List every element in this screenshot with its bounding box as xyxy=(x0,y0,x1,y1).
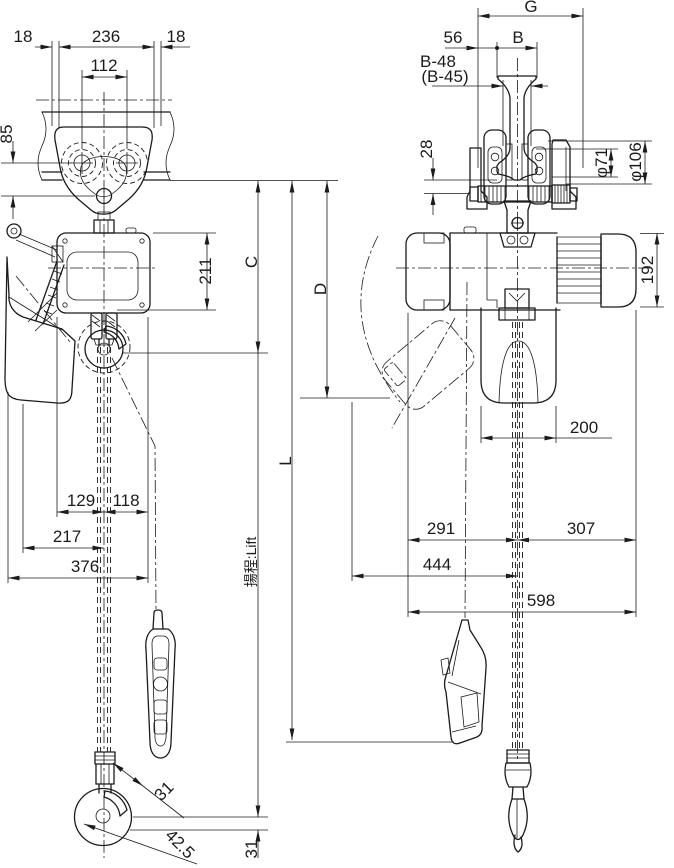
lift-label: 揚程:Lift xyxy=(243,537,259,588)
dim-85-label: 85 xyxy=(0,125,16,144)
chain-container-side xyxy=(360,235,557,429)
dimensions-front: 18 236 18 112 85 211 C xyxy=(0,27,452,865)
dim-G-label: G xyxy=(524,0,537,16)
suspension-shaft xyxy=(469,184,578,204)
load-chain-front xyxy=(97,92,111,858)
dim-phi106-label: φ106 xyxy=(626,142,645,181)
dim-376-label: 376 xyxy=(71,557,99,576)
drop-guard-right xyxy=(551,139,577,210)
dim-236-label: 236 xyxy=(92,27,120,46)
pendant-body-front xyxy=(145,628,176,759)
trolley-side-plate xyxy=(54,126,153,215)
pendant-body-side xyxy=(443,619,487,745)
dim-217-label: 217 xyxy=(53,527,81,546)
dim-192-label: 192 xyxy=(638,256,657,284)
hook-tip-raised xyxy=(103,325,127,350)
wheel-center-marks xyxy=(71,152,138,174)
dim-B48-label: B-48 xyxy=(420,52,456,71)
dim-129-label: 129 xyxy=(67,491,95,510)
container-pouch xyxy=(4,256,76,404)
motor-fins xyxy=(556,236,602,304)
dim-18-left-label: 18 xyxy=(14,27,33,46)
hook-tip-side xyxy=(513,834,523,853)
container-swing-phantom xyxy=(381,320,475,410)
dim-42-5-label: 42.5 xyxy=(161,826,198,863)
dim-291-label: 291 xyxy=(427,519,455,538)
shaft-thread-hatch xyxy=(480,186,550,202)
dim-C-label: C xyxy=(242,256,261,268)
dim-D-label: D xyxy=(311,283,330,295)
side-view: G 56 B B-48 (B-45) 28 xyxy=(351,0,664,853)
hook-tip-lowered xyxy=(103,790,128,817)
pendant-cable-front xyxy=(111,357,157,611)
beam-front xyxy=(36,99,338,181)
dim-18-right-label: 18 xyxy=(167,27,186,46)
hatch-ticks xyxy=(91,314,116,328)
wheel-profile-right xyxy=(521,143,529,181)
dim-598-label: 598 xyxy=(527,591,555,610)
hoist-body-side xyxy=(396,226,654,311)
body-cover-front xyxy=(66,251,139,301)
dim-phi71-label: φ71 xyxy=(592,148,611,178)
dim-B-label: B xyxy=(512,28,523,47)
trolley-plate-cutout xyxy=(80,156,127,198)
dim-118-label: 118 xyxy=(112,491,139,510)
dim-28-label: 28 xyxy=(417,140,436,159)
pendant-front xyxy=(111,357,176,759)
container-strap xyxy=(35,260,65,325)
beam-break-left xyxy=(37,111,47,181)
container-side-outline xyxy=(480,307,557,404)
trolley-side xyxy=(466,129,578,248)
trolley-front xyxy=(54,126,153,234)
hook-body-lowered xyxy=(73,787,133,847)
motor-end-cap xyxy=(600,233,637,308)
dim-200-label: 200 xyxy=(570,418,598,437)
dim-B45-label: (B-45) xyxy=(421,67,468,86)
load-chain-side xyxy=(512,322,523,750)
wheel-profile-left xyxy=(505,143,513,181)
dim-31-bottom-label: 31 xyxy=(242,840,261,859)
drop-guard-left xyxy=(466,147,488,210)
container-bell-curve xyxy=(498,340,539,404)
front-view: 18 236 18 112 85 211 C xyxy=(0,27,452,865)
beam-break-right xyxy=(165,111,175,181)
hook-side xyxy=(504,749,532,853)
chain-container-front xyxy=(4,223,76,404)
dim-56-label: 56 xyxy=(444,28,463,47)
body-outline-front xyxy=(56,232,151,314)
dim-307-label: 307 xyxy=(567,519,595,538)
dim-112-label: 112 xyxy=(90,56,117,75)
dim-31-diag-label: 31 xyxy=(151,778,178,805)
dim-444-label: 444 xyxy=(423,555,451,574)
hook-lowered-front xyxy=(73,751,133,847)
chain-guide-side xyxy=(498,288,536,321)
dim-L-label: L xyxy=(276,456,295,465)
hook-blade-side xyxy=(508,798,528,841)
pendant-side xyxy=(440,281,487,745)
pendant-buttons xyxy=(153,657,168,735)
body-corner-screws xyxy=(62,238,145,308)
container-hanger-pin xyxy=(6,223,22,239)
hoist-body-front xyxy=(48,227,158,346)
dimensions-side: G 56 B B-48 (B-45) 28 xyxy=(351,0,664,617)
pendant-cable-side xyxy=(464,281,468,619)
plate-bolts xyxy=(490,152,544,176)
control-box xyxy=(405,232,451,311)
hook-swivel-side xyxy=(504,762,532,788)
swing-arc xyxy=(360,235,401,403)
chain-anchor-block xyxy=(94,751,116,765)
beam-side xyxy=(496,58,538,762)
dim-211-label: 211 xyxy=(196,257,215,284)
